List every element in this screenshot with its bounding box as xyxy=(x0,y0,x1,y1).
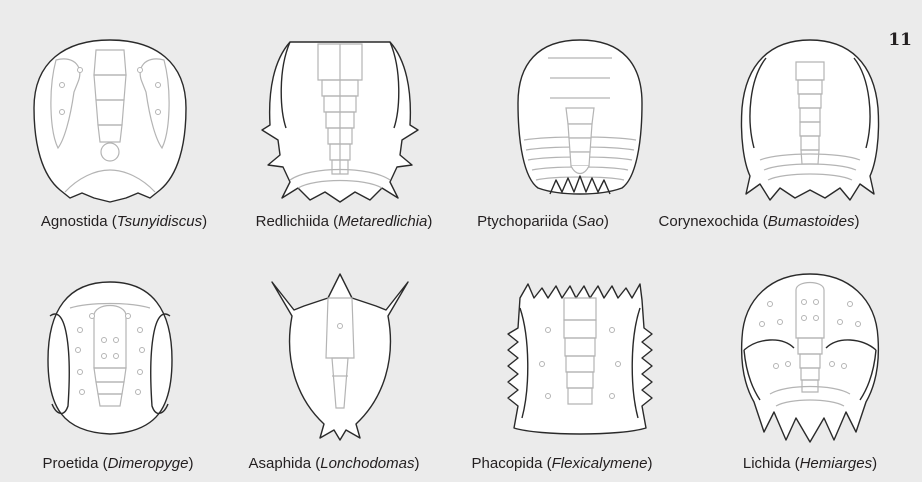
caption-genus: Tsunyidiscus xyxy=(117,213,202,230)
caption-redlichiida: Redlichiida (Metaredlichia) xyxy=(256,213,433,230)
caption-order: Phacopida xyxy=(472,455,543,472)
phacopida-pygidium-illustration xyxy=(490,268,670,453)
caption-genus: Lonchodomas xyxy=(320,455,414,472)
caption-order: Proetida xyxy=(43,455,99,472)
corynexochida-pygidium-illustration xyxy=(720,28,900,213)
caption-order: Asaphida xyxy=(249,455,312,472)
caption-genus: Bumastoides xyxy=(768,213,855,230)
ptychopariida-pygidium-illustration xyxy=(490,28,670,213)
caption-genus: Hemiarges xyxy=(800,455,873,472)
caption-proetida: Proetida (Dimeropyge) xyxy=(43,455,194,472)
caption-order: Lichida xyxy=(743,455,791,472)
caption-ptychopariida: Ptychopariida (Sao) xyxy=(477,213,609,230)
caption-order: Corynexochida xyxy=(659,213,759,230)
caption-agnostida: Agnostida (Tsunyidiscus) xyxy=(41,213,207,230)
caption-phacopida: Phacopida (Flexicalymene) xyxy=(472,455,653,472)
caption-genus: Flexicalymene xyxy=(552,455,648,472)
caption-lichida: Lichida (Hemiarges) xyxy=(743,455,877,472)
caption-genus: Dimeropyge xyxy=(108,455,189,472)
caption-order: Agnostida xyxy=(41,213,108,230)
asaphida-pygidium-illustration xyxy=(250,268,430,453)
lichida-pygidium-illustration xyxy=(720,268,900,453)
redlichiida-pygidium-illustration xyxy=(250,30,430,215)
caption-corynexochida: Corynexochida (Bumastoides) xyxy=(659,213,860,230)
caption-order: Ptychopariida xyxy=(477,213,568,230)
caption-order: Redlichiida xyxy=(256,213,329,230)
agnostida-pygidium-illustration xyxy=(20,30,200,215)
caption-asaphida: Asaphida (Lonchodomas) xyxy=(249,455,420,472)
caption-genus: Metaredlichia xyxy=(338,213,427,230)
proetida-pygidium-illustration xyxy=(20,268,200,453)
caption-genus: Sao xyxy=(577,213,604,230)
